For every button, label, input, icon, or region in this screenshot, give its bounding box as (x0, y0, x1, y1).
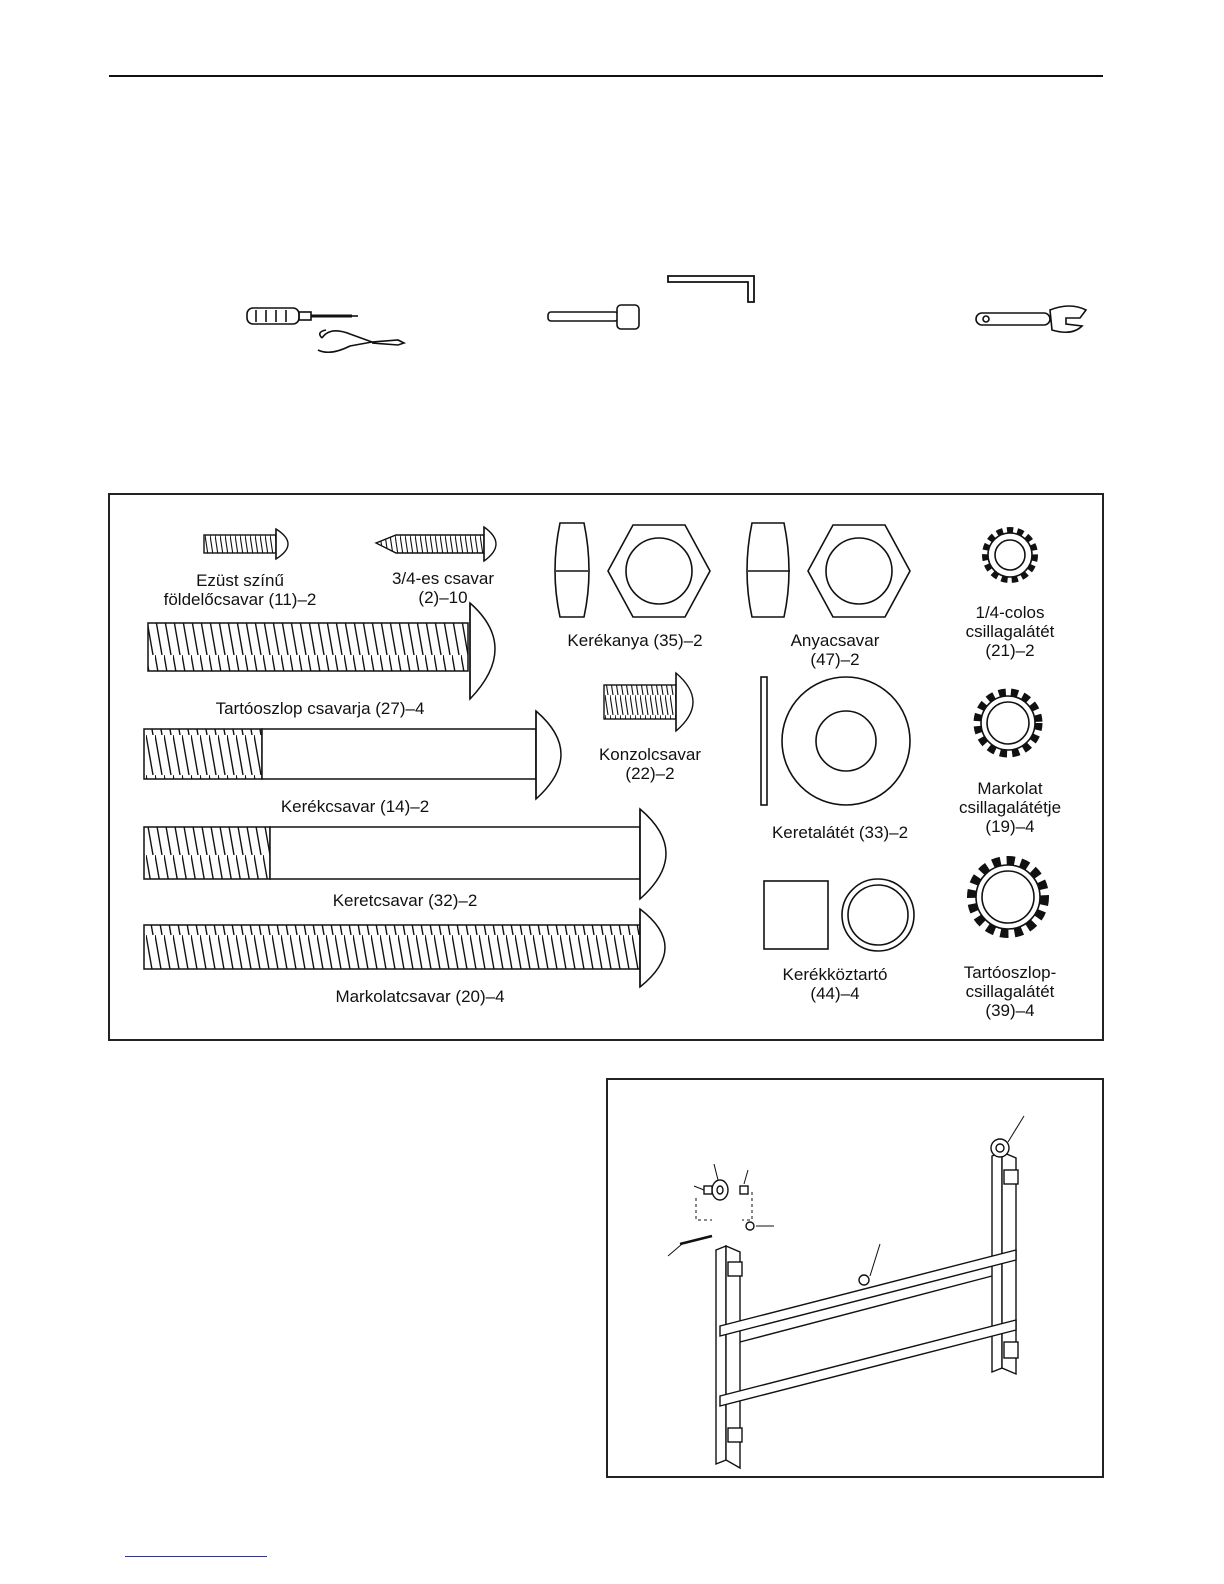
label-nut-bolt: Anyacsavar (47)–2 (790, 631, 880, 669)
label-screw-3-4: 3/4-es csavar (2)–10 (391, 569, 495, 607)
label-upright-star-washer: Tartóoszlop- csillagalátét (39)–4 (963, 963, 1057, 1020)
wheel-bolt-drawing (143, 709, 562, 801)
handle-bolt-drawing (143, 907, 666, 989)
upright-bolt-drawing (147, 601, 496, 701)
frame-washer-drawing (760, 676, 911, 806)
label-console-bolt: Konzolcsavar (22)–2 (598, 745, 702, 783)
upright-star-washer-drawing (967, 856, 1049, 938)
tools-illustration (246, 275, 1088, 354)
console-bolt-drawing (603, 671, 694, 733)
silver-ground-screw-drawing (203, 527, 289, 561)
screwdriver-icon (246, 307, 358, 325)
hammer-icon (547, 304, 640, 330)
frame-assembly-drawing (667, 1115, 1025, 1470)
wheel-spacer-drawing (763, 878, 915, 952)
screw-3-4-drawing (374, 525, 497, 563)
adjustable-wrench-icon (975, 305, 1088, 334)
label-frame-washer: Keretalátét (33)–2 (771, 823, 909, 842)
parts-drawings (143, 522, 1049, 989)
label-wheel-nut: Kerékanya (35)–2 (567, 631, 703, 650)
label-handle-bolt: Markolatcsavar (20)–4 (335, 987, 505, 1006)
label-handle-star-washer: Markolat csillagalátétje (19)–4 (958, 779, 1062, 836)
frame-bolt-drawing (143, 807, 667, 901)
hex-key-icon (667, 275, 755, 303)
label-frame-bolt: Keretcsavar (32)–2 (332, 891, 478, 910)
top-rule (109, 75, 1103, 77)
parts-identification-chart: Ezüst színű földelőcsavar (11)–2 3/4-es … (108, 493, 1104, 1041)
label-silver-ground-screw: Ezüst színű földelőcsavar (11)–2 (163, 571, 317, 609)
label-upright-bolt: Tartóoszlop csavarja (27)–4 (215, 699, 425, 718)
pliers-icon (317, 329, 407, 354)
wheel-nut-drawing (554, 522, 711, 618)
label-star-washer-1-4: 1/4-colos csillagalátét (21)–2 (965, 603, 1055, 660)
handle-star-washer-drawing (973, 688, 1043, 758)
star-washer-1-4-drawing (982, 527, 1038, 583)
assembly-diagram (606, 1078, 1104, 1478)
label-wheel-bolt: Kerékcsavar (14)–2 (280, 797, 430, 816)
nut-bolt-drawing (746, 522, 911, 618)
label-wheel-spacer: Kerékköztartó (44)–4 (782, 965, 888, 1003)
bottom-link-rule (125, 1556, 267, 1557)
